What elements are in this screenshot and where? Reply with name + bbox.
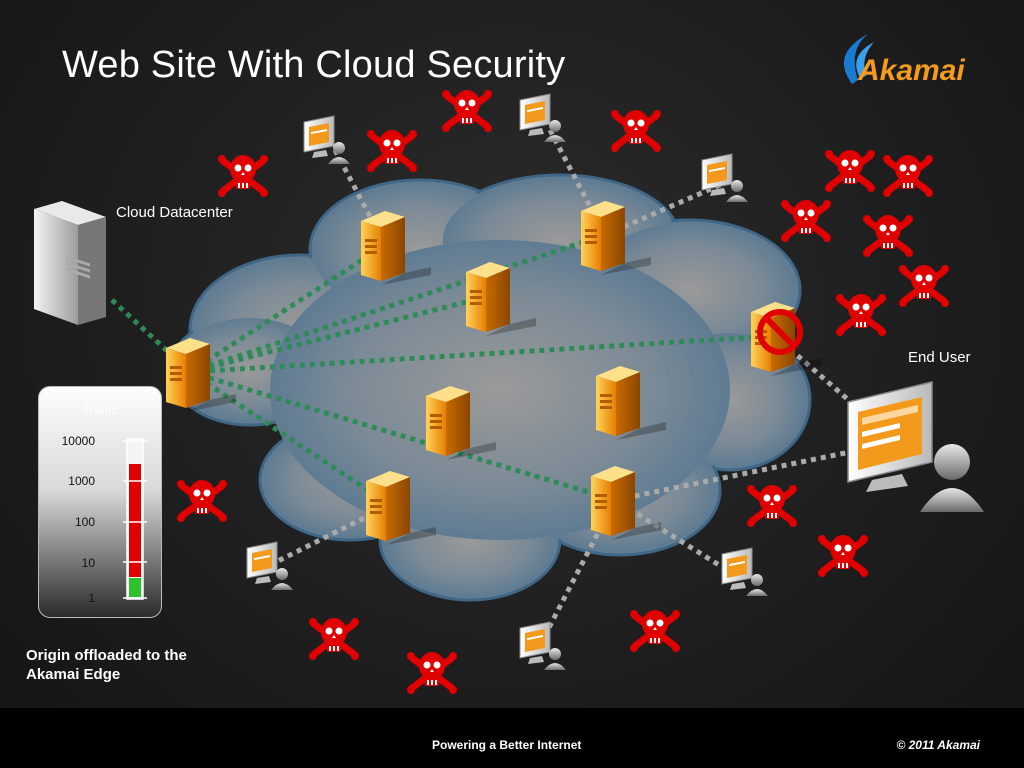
cloud-datacenter-label: Cloud Datacenter (116, 204, 233, 221)
skull-crossbones-icon (818, 535, 868, 577)
skull-crossbones-icon (367, 130, 417, 172)
traffic-tick-label: 10 (81, 556, 95, 570)
block-icon (757, 309, 803, 355)
skull-crossbones-icon (863, 215, 913, 257)
skull-crossbones-icon (442, 90, 492, 132)
user-workstation-icon (701, 153, 749, 203)
traffic-meter-bar (123, 438, 147, 600)
traffic-tick-label: 1 (88, 591, 95, 605)
origin-server-icon (34, 201, 106, 325)
skull-crossbones-icon (899, 265, 949, 307)
attack-traffic-level (129, 464, 141, 577)
skull-crossbones-icon (781, 200, 831, 242)
caption: Origin offloaded to the Akamai Edge (26, 646, 187, 684)
traffic-meter-title: Traffic (82, 402, 118, 417)
traffic-meter: Traffic 10000 1000 100 10 1 (38, 386, 162, 618)
caption-line-2: Akamai Edge (26, 666, 121, 683)
traffic-tick-label: 100 (74, 515, 95, 529)
user-workstation-icon (246, 541, 294, 591)
caption-line-1: Origin offloaded to the (26, 647, 187, 664)
akamai-cloud (168, 173, 812, 602)
page-title: Web Site With Cloud Security (62, 44, 566, 86)
traffic-tick-label: 10000 (61, 434, 95, 448)
origin-links (110, 232, 776, 508)
user-workstation-icon (721, 547, 769, 597)
legitimate-traffic-level (129, 578, 141, 597)
skull-crossbones-icon (747, 485, 797, 527)
traffic-tick-label: 1000 (68, 474, 95, 488)
user-workstation-icon (519, 93, 567, 143)
skull-crossbones-icon (407, 652, 457, 694)
skull-crossbones-icon (177, 480, 227, 522)
akamai-logo: Akamai (828, 28, 978, 98)
user-workstation-icon (519, 621, 567, 671)
footer-copyright: © 2011 Akamai (896, 738, 980, 752)
akamai-swoosh-icon (843, 34, 874, 84)
skull-crossbones-icon (630, 610, 680, 652)
user-workstation-icon (303, 115, 351, 165)
footer-tagline: Powering a Better Internet (432, 738, 582, 752)
skull-crossbones-icon (836, 294, 886, 336)
skull-crossbones-icon (825, 150, 875, 192)
skull-crossbones-icon (218, 155, 268, 197)
logo-text: Akamai (858, 54, 965, 87)
skull-crossbones-icon (611, 110, 661, 152)
skull-crossbones-icon (883, 155, 933, 197)
network-diagram (34, 0, 984, 708)
end-user-workstation-icon (847, 381, 984, 512)
footer-bar: Powering a Better Internet © 2011 Akamai (0, 708, 1024, 768)
skull-crossbones-icon (309, 618, 359, 660)
end-user-label: End User (908, 349, 971, 366)
